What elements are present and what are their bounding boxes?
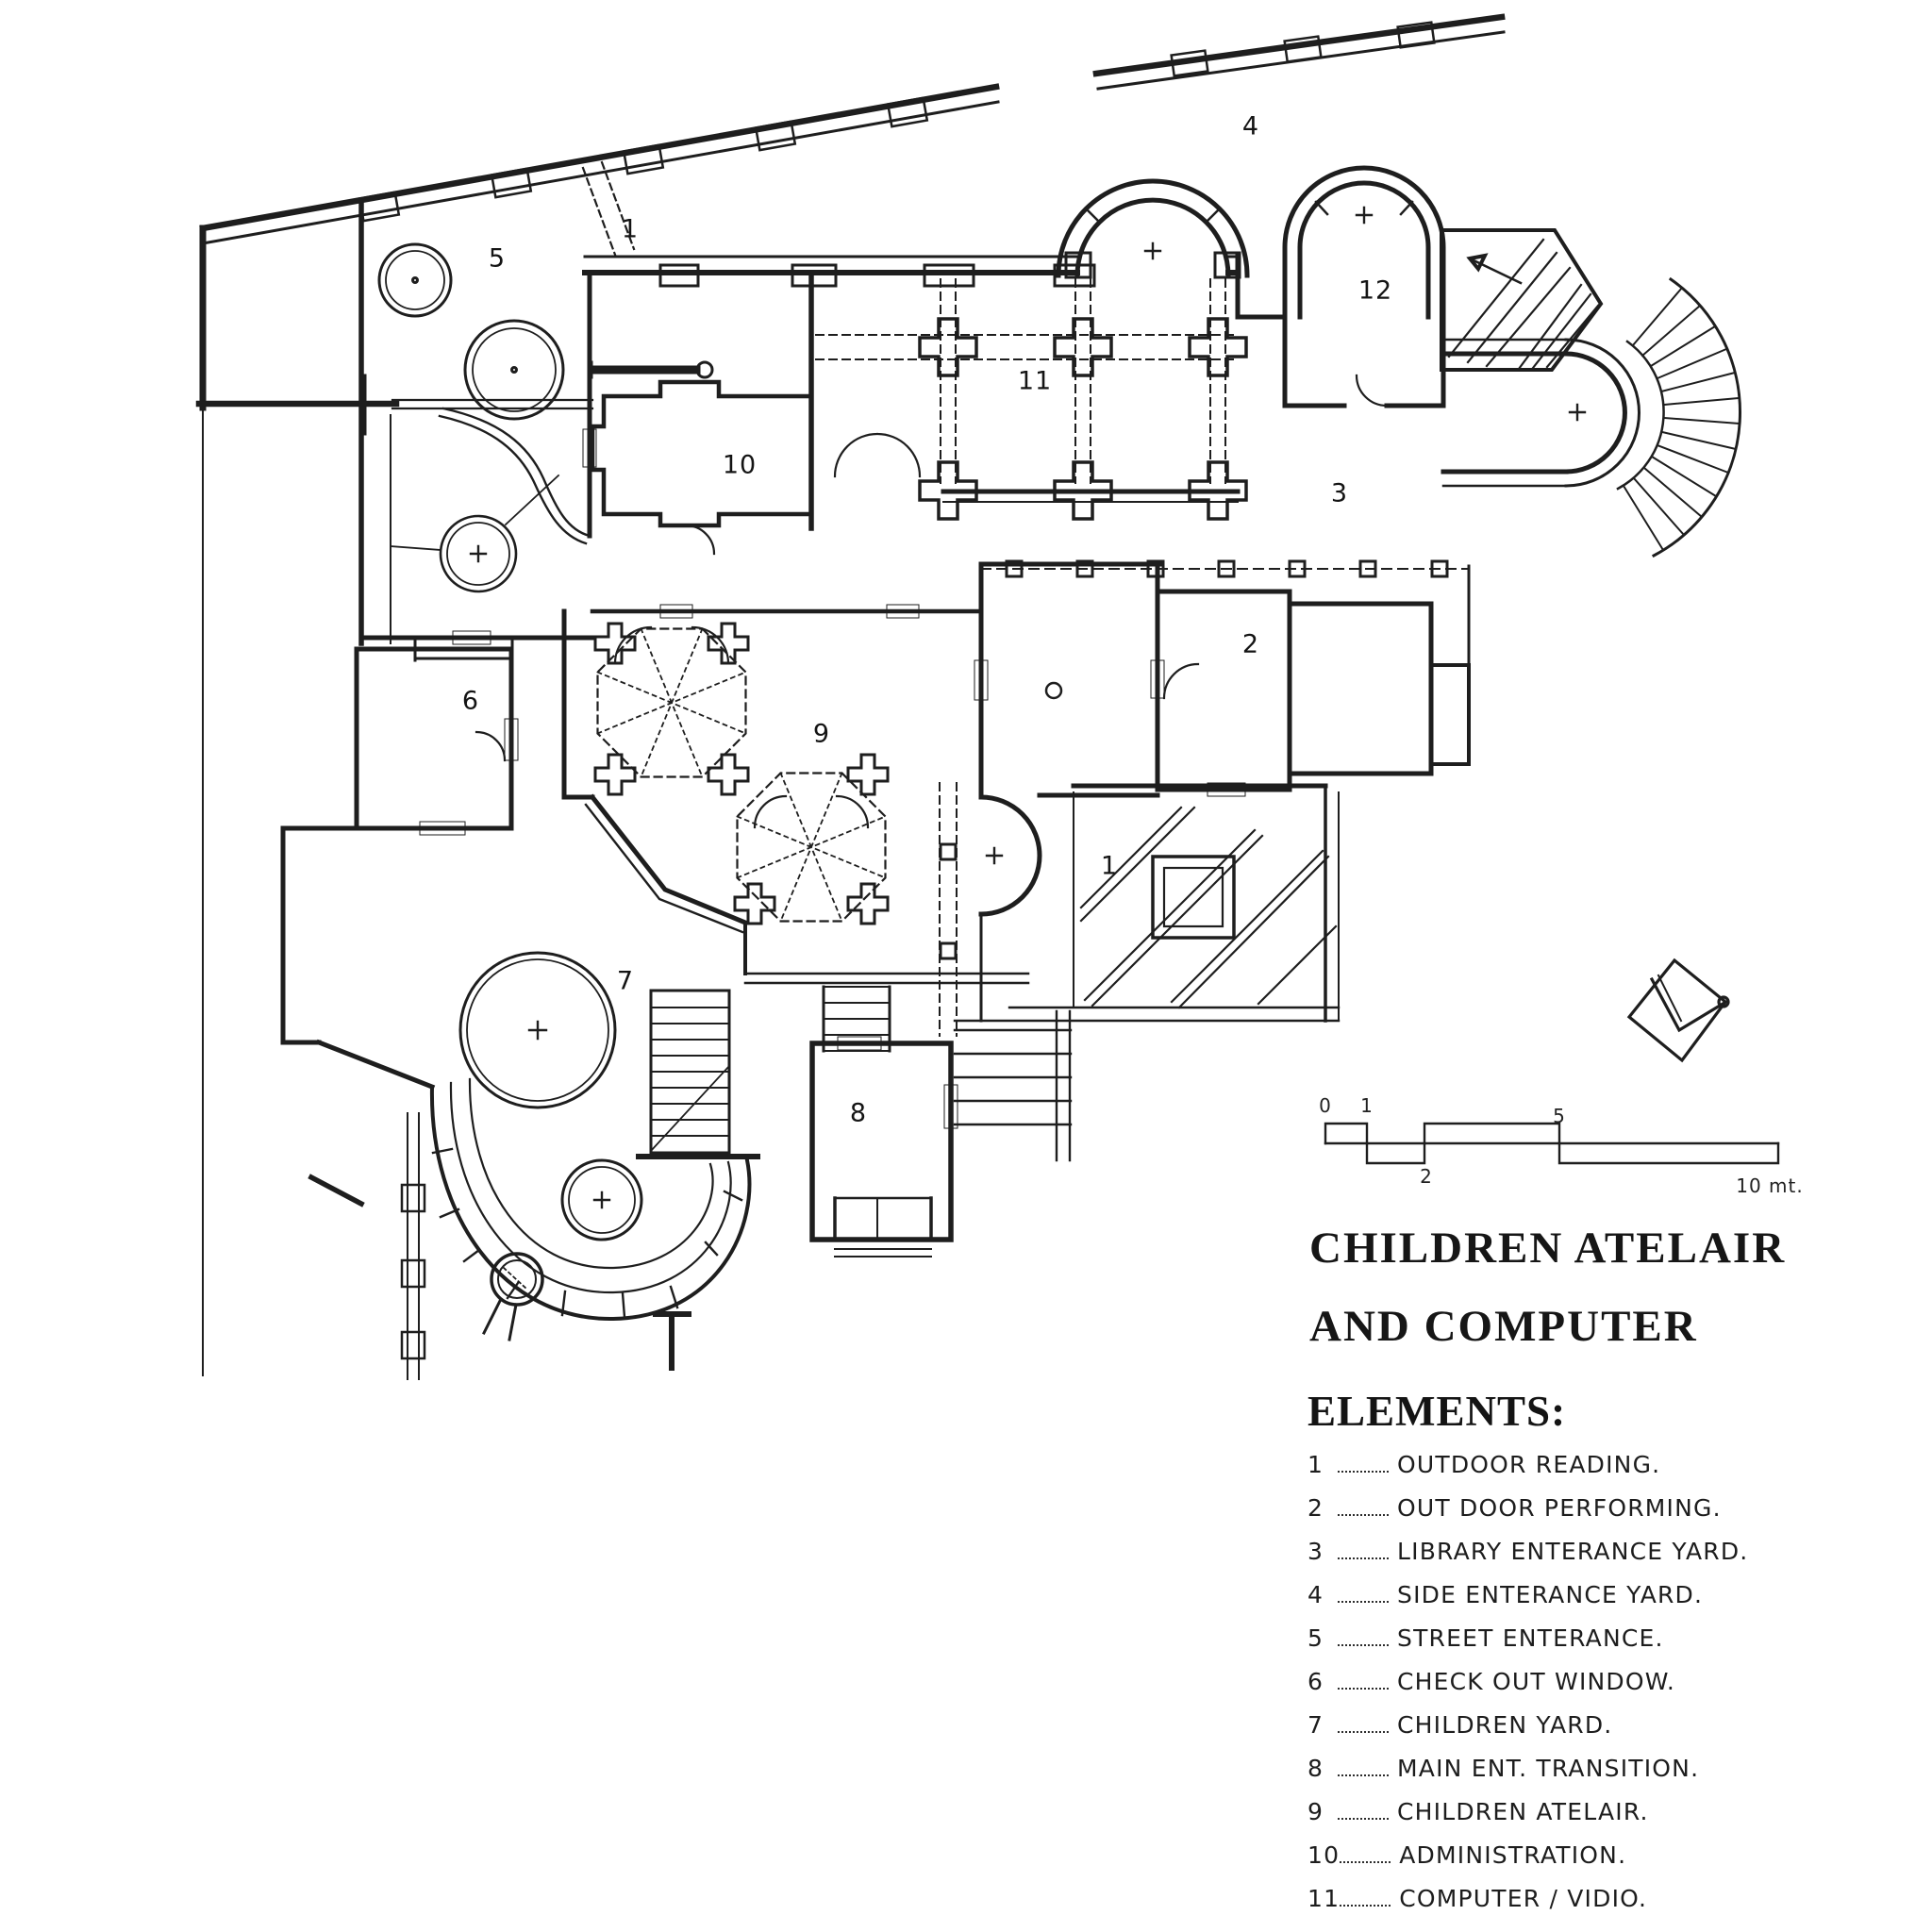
legend-items: 1 OUTDOOR READING. 2 OUT DOOR PERFORMING… [1307,1451,1874,1932]
legend-item-number: 11 [1307,1885,1341,1912]
children-yard [280,825,617,1109]
plan-room-number: 4 [1241,111,1260,142]
scale-tick-label: 2 [1420,1165,1433,1188]
legend-item: 10 ADMINISTRATION. [1307,1841,1874,1885]
legend-item-label: LIBRARY ENTERANCE YARD. [1397,1538,1749,1565]
legend-item: 8 MAIN ENT. TRANSITION. [1307,1755,1874,1798]
legend-item: 12 READING ROOM ENT. [1307,1928,1874,1932]
legend-item-number: 2 [1307,1494,1324,1522]
plan-room-number: 11 [1017,366,1053,396]
legend-item-number: 8 [1307,1755,1324,1782]
legend-leader-dots [1340,1888,1391,1907]
legend-leader-dots [1338,1497,1389,1516]
legend-item: 3 LIBRARY ENTERANCE YARD. [1307,1538,1874,1581]
plan-room-number: 8 [849,1098,868,1128]
legend-leader-dots [1338,1714,1389,1733]
drawing-title-line2: AND COMPUTER [1309,1302,1698,1351]
legend-item-number: 1 [1307,1451,1324,1478]
legend-item: 6 CHECK OUT WINDOW. [1307,1668,1874,1711]
legend-item-label: OUT DOOR PERFORMING. [1397,1494,1722,1522]
legend-item-number: 6 [1307,1668,1324,1695]
spiral-stair [1616,276,1741,558]
center-marks [469,206,1587,1209]
legend-item: 5 STREET ENTERANCE. [1307,1624,1874,1668]
drawing-title-line1: CHILDREN ATELAIR [1309,1224,1787,1273]
reading-room-ent [1282,314,1446,408]
legend-leader-dots [1338,1627,1389,1646]
legend-leader-dots [1338,1454,1389,1473]
legend-item: 4 SIDE ENTERANCE YARD. [1307,1581,1874,1624]
legend-leader-dots [1338,1671,1389,1690]
legend-item-label: CHECK OUT WINDOW. [1397,1668,1675,1695]
legend-leader-dots [1338,1757,1389,1776]
children-atelier [561,608,1030,985]
plan-room-number: 10 [722,450,758,480]
curved-bay [308,1077,760,1380]
plan-room-number: 9 [812,719,831,749]
scale-tick-label: 5 [1553,1105,1566,1127]
plan-room-number: 1 [621,214,640,244]
planter [1151,855,1236,940]
checkout-window-room [354,646,514,831]
legend-item-label: READING ROOM ENT. [1399,1928,1667,1932]
outdoor-reading [953,783,1341,1023]
legend-heading: ELEMENTS: [1307,1388,1567,1435]
scale-tick-label: 10 mt. [1736,1174,1804,1197]
door-gaps [419,428,1246,1129]
legend-item-number: 12 [1307,1928,1340,1932]
legend-item-number: 3 [1307,1538,1324,1565]
main-ent-transition [809,1041,954,1257]
legend-item-number: 10 [1307,1841,1341,1869]
north-arrow-icon [1626,958,1730,1063]
plan-room-number: 12 [1357,275,1393,306]
central-hall [939,561,1163,1037]
elements-legend: ELEMENTS: 1 OUTDOOR READING. 2 OUT DOOR … [1307,1387,1874,1932]
legend-item-label: CHILDREN YARD. [1397,1711,1613,1739]
apse-rooms [1056,165,1641,667]
legend-item: 7 CHILDREN YARD. [1307,1711,1874,1755]
scale-bar [1324,1122,1780,1165]
site-boundary [195,13,1506,1376]
plan-room-number: 7 [616,966,635,996]
computer-room-colonnade [582,254,1469,578]
legend-item-label: ADMINISTRATION. [1399,1841,1627,1869]
plan-room-number: 6 [461,686,480,716]
legend-item-label: CHILDREN ATELAIR. [1397,1798,1649,1825]
legend-item-number: 9 [1307,1798,1324,1825]
legend-item-label: STREET ENTERANCE. [1397,1624,1664,1652]
legend-item: 2 OUT DOOR PERFORMING. [1307,1494,1874,1538]
entrance-stair-topright [1440,228,1604,372]
legend-item: 1 OUTDOOR READING. [1307,1451,1874,1494]
legend-leader-dots [1340,1844,1391,1863]
plan-room-number: 5 [488,243,507,274]
legend-leader-dots [1338,1541,1389,1559]
outdoor-performing [1155,589,1471,792]
legend-leader-dots [1338,1584,1389,1603]
plan-room-number: 1 [1100,851,1119,881]
legend-item-label: MAIN ENT. TRANSITION. [1397,1755,1700,1782]
scale-tick-label: 1 [1360,1094,1374,1117]
legend-item-number: 4 [1307,1581,1324,1608]
plan-room-number: 2 [1241,629,1260,659]
title-block: CHILDREN ATELAIR AND COMPUTER [1309,1209,1786,1366]
legend-item-label: COMPUTER / VIDIO. [1399,1885,1648,1912]
scale-tick-label: 0 [1319,1094,1332,1117]
legend-item-number: 7 [1307,1711,1324,1739]
yard-trees [377,242,565,421]
legend-item: 11 COMPUTER / VIDIO. [1307,1885,1874,1928]
legend-item-label: SIDE ENTERANCE YARD. [1397,1581,1704,1608]
legend-item-label: OUTDOOR READING. [1397,1451,1661,1478]
plan-room-number: 3 [1330,478,1349,508]
legend-leader-dots [1338,1801,1389,1820]
legend-item-number: 5 [1307,1624,1324,1652]
central-stairs [649,985,1073,1162]
legend-item: 9 CHILDREN ATELAIR. [1307,1798,1874,1841]
